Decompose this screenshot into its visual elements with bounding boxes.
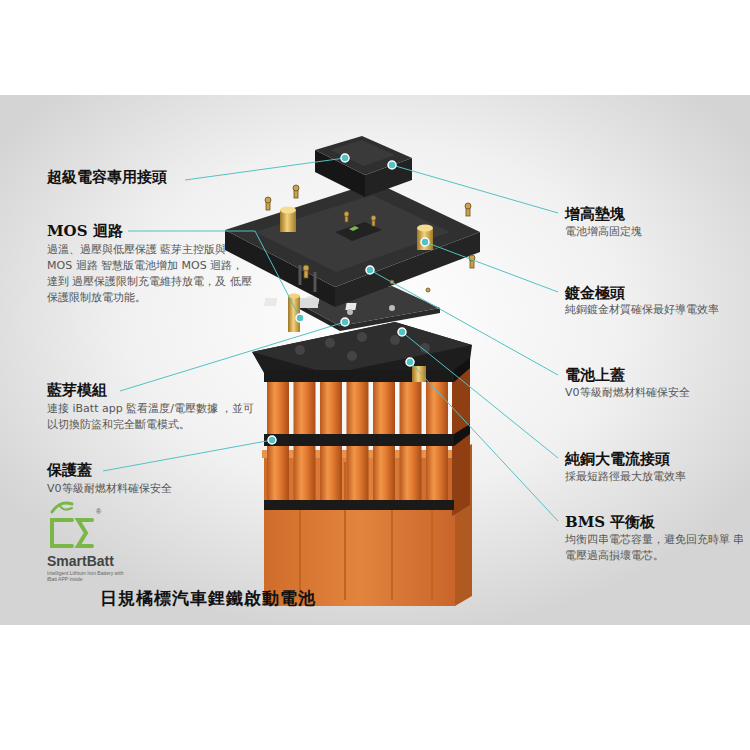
logo-text: SmartBatt [47, 553, 114, 569]
cell [320, 376, 342, 438]
registered-mark: ® [96, 508, 101, 515]
callout-text: 電池增高固定塊 [565, 224, 642, 240]
callout-heading: BMS 平衡板 [565, 513, 655, 531]
callout-text: 採最短路徑最大放電效率 [565, 469, 686, 485]
callout-text: 純銅鍍金材質確保最好導電效率 [565, 302, 719, 318]
callout-heading: 電池上蓋 [565, 366, 625, 384]
cell [426, 376, 448, 438]
cell [267, 376, 289, 438]
callout-text: 均衡四串電芯容量，避免回充時單 串電壓過高損壞電芯。 [565, 532, 745, 564]
callout-text: V0等級耐燃材料確保安全 [565, 385, 690, 401]
top-cover [225, 182, 480, 307]
leader-dots [268, 154, 429, 444]
callout-heading: 鍍金極頭 [565, 284, 625, 302]
leader-lines [103, 158, 558, 521]
cell [426, 442, 448, 504]
cell [320, 442, 342, 504]
cell [347, 376, 369, 438]
callout-heading: 保護蓋 [47, 461, 92, 479]
callout-text: 過溫、過壓與低壓保護 藍芽主控版與 MOS 迴路 智慧版電池增加 MOS 迴路，… [47, 242, 252, 306]
logo-mark [52, 503, 92, 546]
callout-heading: 純銅大電流接頭 [565, 450, 670, 468]
callout-heading: 藍芽模組 [47, 381, 107, 399]
screws [265, 185, 475, 292]
cell [400, 442, 422, 504]
logo-tagline: Intelligent Lithium Iron Battery with iB… [47, 570, 127, 582]
callout-text: 連接 iBatt app 監看溫度/電壓數據 ，並可以切換防盜和完全斷電模式。 [47, 401, 257, 433]
callout-heading: 超級電容專用接頭 [47, 168, 167, 186]
cell [294, 376, 316, 438]
callout-text: V0等級耐燃材料確保安全 [47, 481, 172, 497]
cell [347, 442, 369, 504]
cell [373, 376, 395, 438]
cell [294, 442, 316, 504]
cell-holder [252, 322, 472, 510]
callout-heading: MOS 迴路 [47, 222, 123, 240]
callout-heading: 增高墊塊 [565, 205, 625, 223]
cell [267, 442, 289, 504]
page-title: 日規橘標汽車鋰鐵啟動電池 [100, 587, 316, 610]
background-panel [0, 95, 750, 625]
cell [373, 442, 395, 504]
cell [400, 376, 422, 438]
